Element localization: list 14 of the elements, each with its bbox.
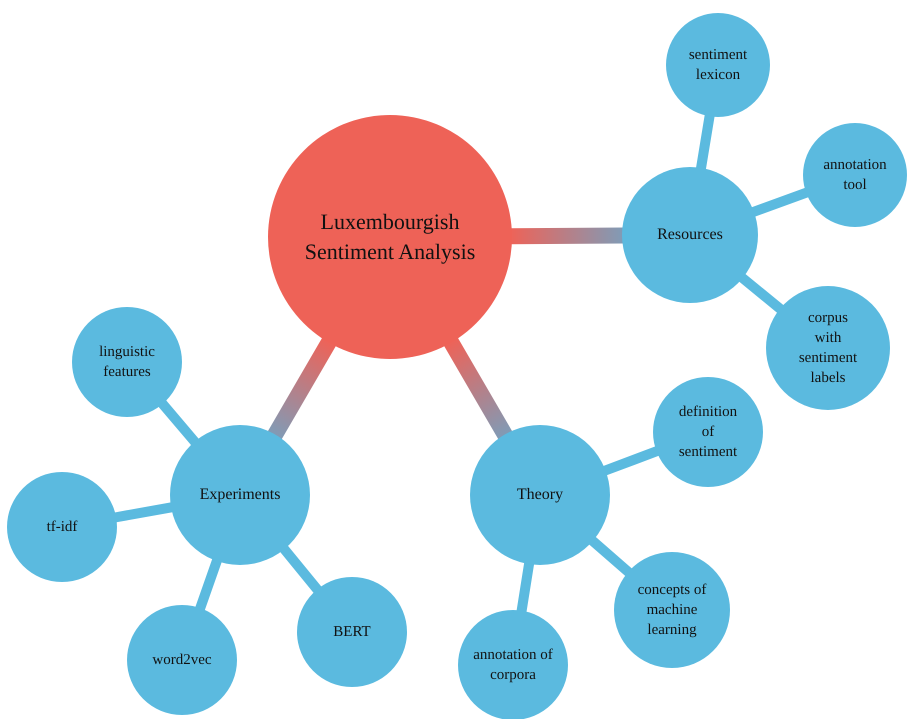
topic-label: annotation of corpora xyxy=(472,646,554,685)
topic-label: word2vec xyxy=(152,650,212,670)
topic-label: linguistic features xyxy=(98,342,156,382)
topic-label: BERT xyxy=(333,622,371,642)
topic-label: corpus with sentiment labels xyxy=(798,308,858,388)
topic-label: Theory xyxy=(516,485,564,506)
topic-label: Experiments xyxy=(200,485,280,506)
topic-label: concepts of machine learning xyxy=(636,580,708,640)
topic-label: annotation tool xyxy=(822,156,888,195)
topic-label: sentiment lexicon xyxy=(688,46,748,85)
central-topic-label: Luxembourgish Sentiment Analysis xyxy=(304,208,476,266)
topic-label: tf-idf xyxy=(46,518,78,537)
topic-label: definition of sentiment xyxy=(678,402,738,462)
topic-label: Resources xyxy=(657,225,723,246)
